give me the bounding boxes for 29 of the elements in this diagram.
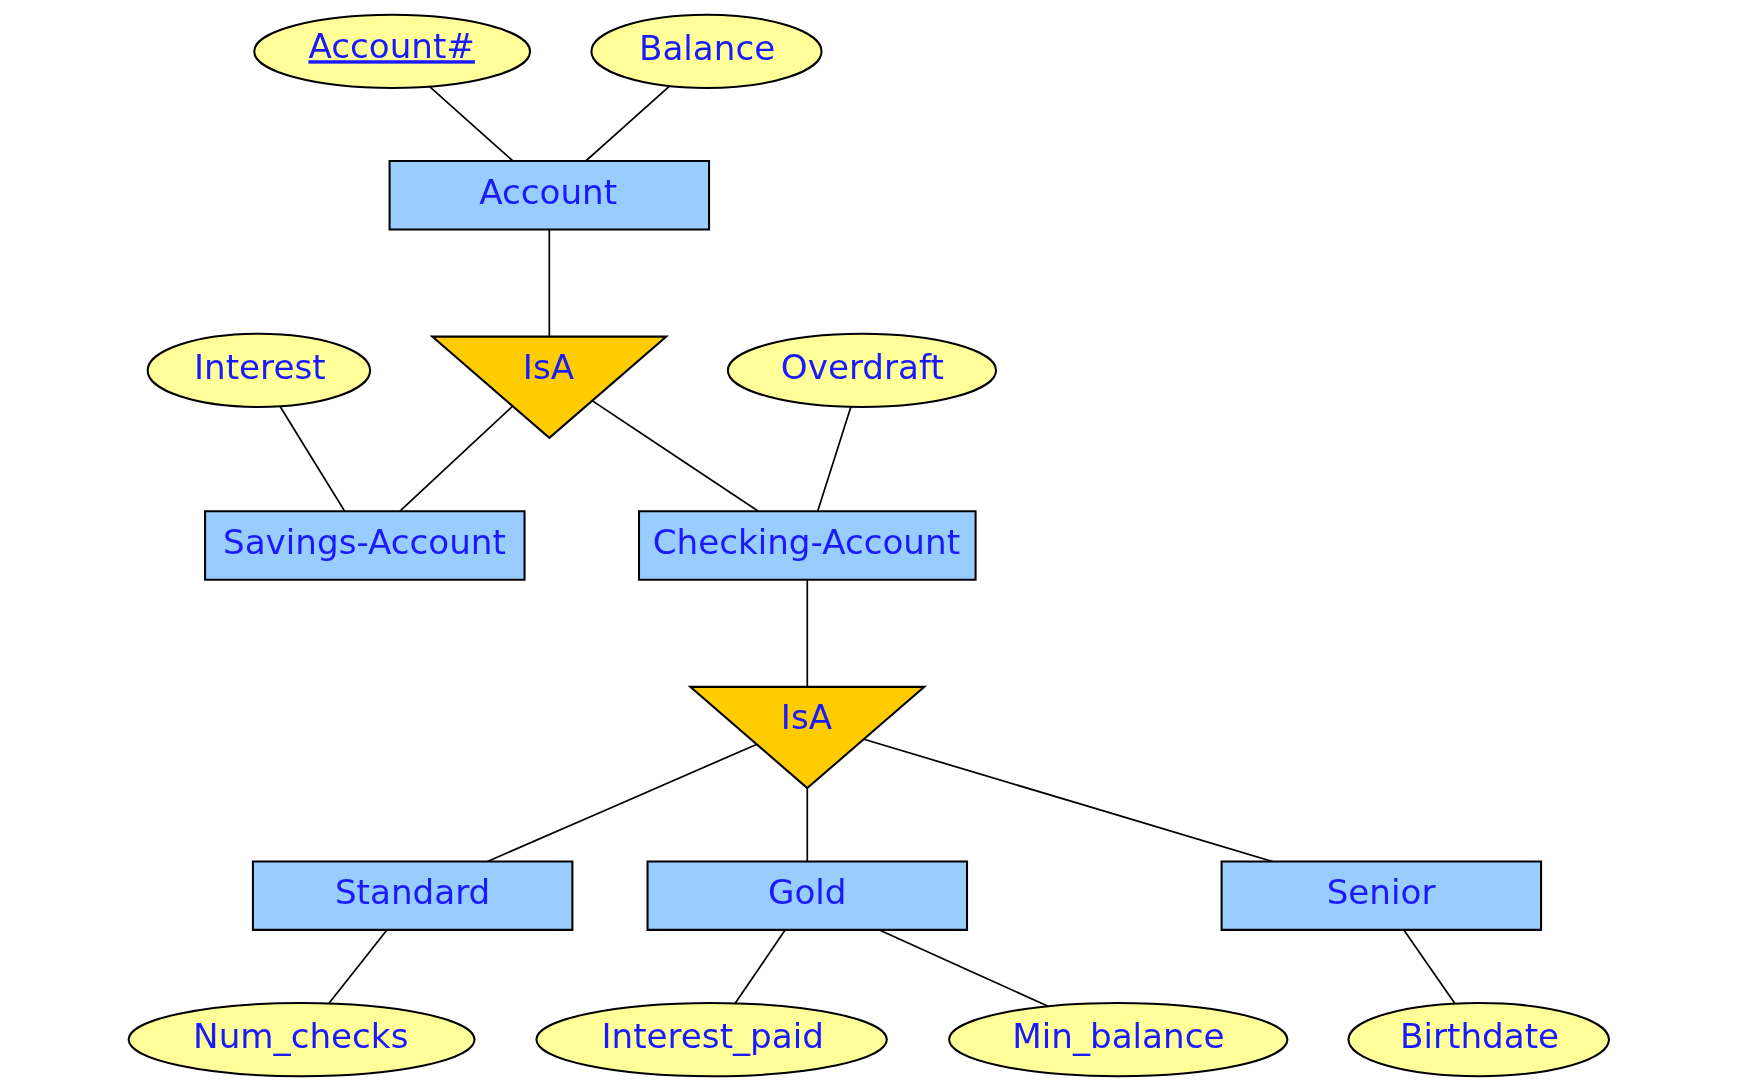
connector — [428, 85, 514, 162]
node-box: Gold — [646, 860, 969, 931]
node-ellipse: Account# — [253, 13, 532, 90]
connector — [734, 929, 786, 1005]
connector — [584, 85, 671, 162]
node-box: Checking-Account — [638, 510, 977, 581]
node-ellipse: Overdraft — [726, 332, 998, 408]
connector — [1403, 929, 1456, 1005]
node-ellipse: Birthdate — [1347, 1001, 1610, 1078]
node-ellipse: Interest — [146, 332, 372, 408]
node-box: Account — [388, 160, 711, 231]
connector — [591, 400, 760, 512]
connector — [398, 405, 514, 513]
connector — [806, 579, 809, 688]
connector — [878, 929, 1050, 1008]
node-box: Senior — [1220, 860, 1543, 931]
node-ellipse: Balance — [590, 13, 823, 90]
connector — [816, 405, 852, 512]
node-ellipse: Interest_paid — [535, 1001, 888, 1078]
connector — [863, 738, 1274, 863]
node-box: Standard — [251, 860, 574, 931]
connector — [278, 405, 346, 512]
connector — [486, 743, 758, 863]
node-ellipse: Num_checks — [127, 1001, 476, 1078]
connector — [327, 929, 388, 1005]
node-box: Savings-Account — [204, 510, 526, 581]
connector — [548, 229, 551, 338]
connector — [806, 787, 809, 862]
node-ellipse: Min_balance — [948, 1001, 1289, 1078]
